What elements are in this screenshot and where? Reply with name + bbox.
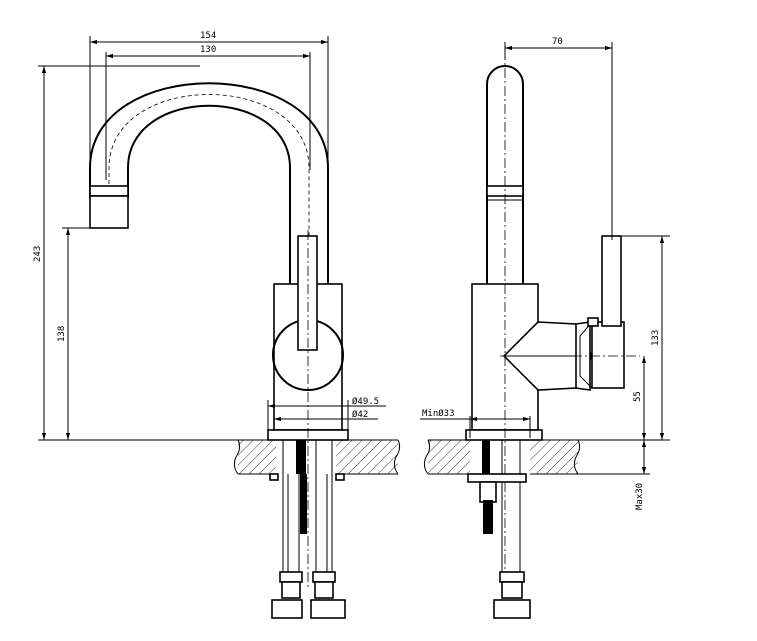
front-supply-hoses <box>269 439 346 619</box>
side-supply-hoses <box>467 439 531 619</box>
dim-handle-height: 55 <box>633 391 643 402</box>
dim-width-outer: 154 <box>200 31 216 41</box>
dim-width-inner: 130 <box>200 45 216 55</box>
dim-hole-min: MinØ33 <box>422 408 455 419</box>
dim-height-spout: 138 <box>57 326 67 342</box>
side-body <box>465 235 625 441</box>
side-countertop <box>423 438 581 476</box>
dim-depth: 70 <box>552 37 563 47</box>
side-dimensions: 70 133 55 Max30 MinØ33 <box>420 37 670 510</box>
front-spout <box>89 82 329 286</box>
dim-lever-height: 133 <box>651 330 661 346</box>
dim-base-diameter: Ø49.5 <box>352 396 379 407</box>
dim-height-total: 243 <box>33 246 43 262</box>
front-dimensions: 154 130 243 138 Ø49.5 Ø42 <box>33 31 386 441</box>
side-view: 70 133 55 Max30 MinØ33 <box>420 37 670 619</box>
front-countertop <box>233 438 401 476</box>
dim-counter-max: Max30 <box>635 483 645 510</box>
front-view: 154 130 243 138 Ø49.5 Ø42 <box>33 31 401 619</box>
dim-body-diameter: Ø42 <box>352 409 368 420</box>
